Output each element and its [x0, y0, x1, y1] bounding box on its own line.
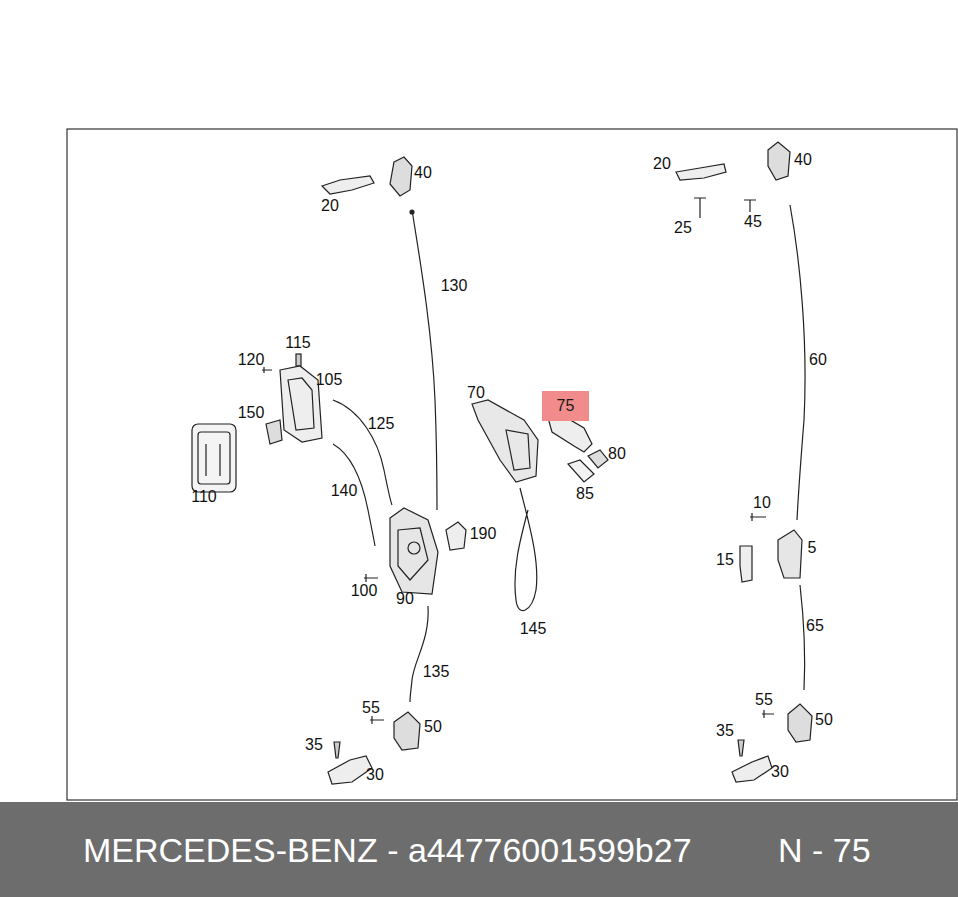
- callout-number: 100: [351, 583, 378, 599]
- callout-number: 125: [368, 416, 395, 432]
- node-text: N - 75: [778, 833, 871, 867]
- callout-number: 60: [809, 352, 827, 368]
- callout-number: 110: [191, 489, 217, 505]
- callout-number: 190: [470, 526, 497, 542]
- footer-band: MERCEDES-BENZ - a44776001599b27 N - 75: [0, 802, 958, 897]
- callout-number: 140: [331, 483, 358, 499]
- frame: [67, 129, 957, 800]
- callout-number: 65: [806, 618, 824, 634]
- callout-number: 20: [653, 156, 671, 172]
- callout-number: 55: [755, 692, 773, 708]
- callout-number: 35: [305, 737, 323, 753]
- callout-number: 115: [285, 335, 311, 351]
- callout-number: 45: [744, 214, 762, 230]
- callout-number: 135: [423, 664, 450, 680]
- callout-number: 25: [674, 220, 692, 236]
- callout-number: 55: [362, 700, 380, 716]
- callout-number: 10: [753, 495, 771, 511]
- callout-number: 40: [414, 165, 432, 181]
- callout-number: 30: [366, 767, 384, 783]
- node-text: MERCEDES-BENZ - a44776001599b27: [83, 833, 692, 867]
- callout-number: 130: [441, 278, 468, 294]
- callout-number: 35: [716, 723, 734, 739]
- callout-number: 105: [316, 372, 343, 388]
- callout-number: 80: [608, 446, 626, 462]
- callout-number: 70: [467, 385, 485, 401]
- callout-number: 85: [576, 486, 594, 502]
- callout-number: 20: [321, 198, 339, 214]
- callout-number: 90: [396, 591, 414, 607]
- callout-number: 150: [238, 405, 265, 421]
- callout-number: 15: [716, 552, 734, 568]
- callout-number: 50: [424, 719, 442, 735]
- callout-number: 40: [794, 152, 812, 168]
- highlight-box: 75: [542, 391, 589, 421]
- node-text: 75: [557, 398, 575, 414]
- callout-number: 5: [808, 540, 817, 556]
- callout-number: 145: [520, 621, 547, 637]
- callout-number: 120: [238, 352, 265, 368]
- callout-number: 30: [771, 764, 789, 780]
- callout-number: 50: [815, 712, 833, 728]
